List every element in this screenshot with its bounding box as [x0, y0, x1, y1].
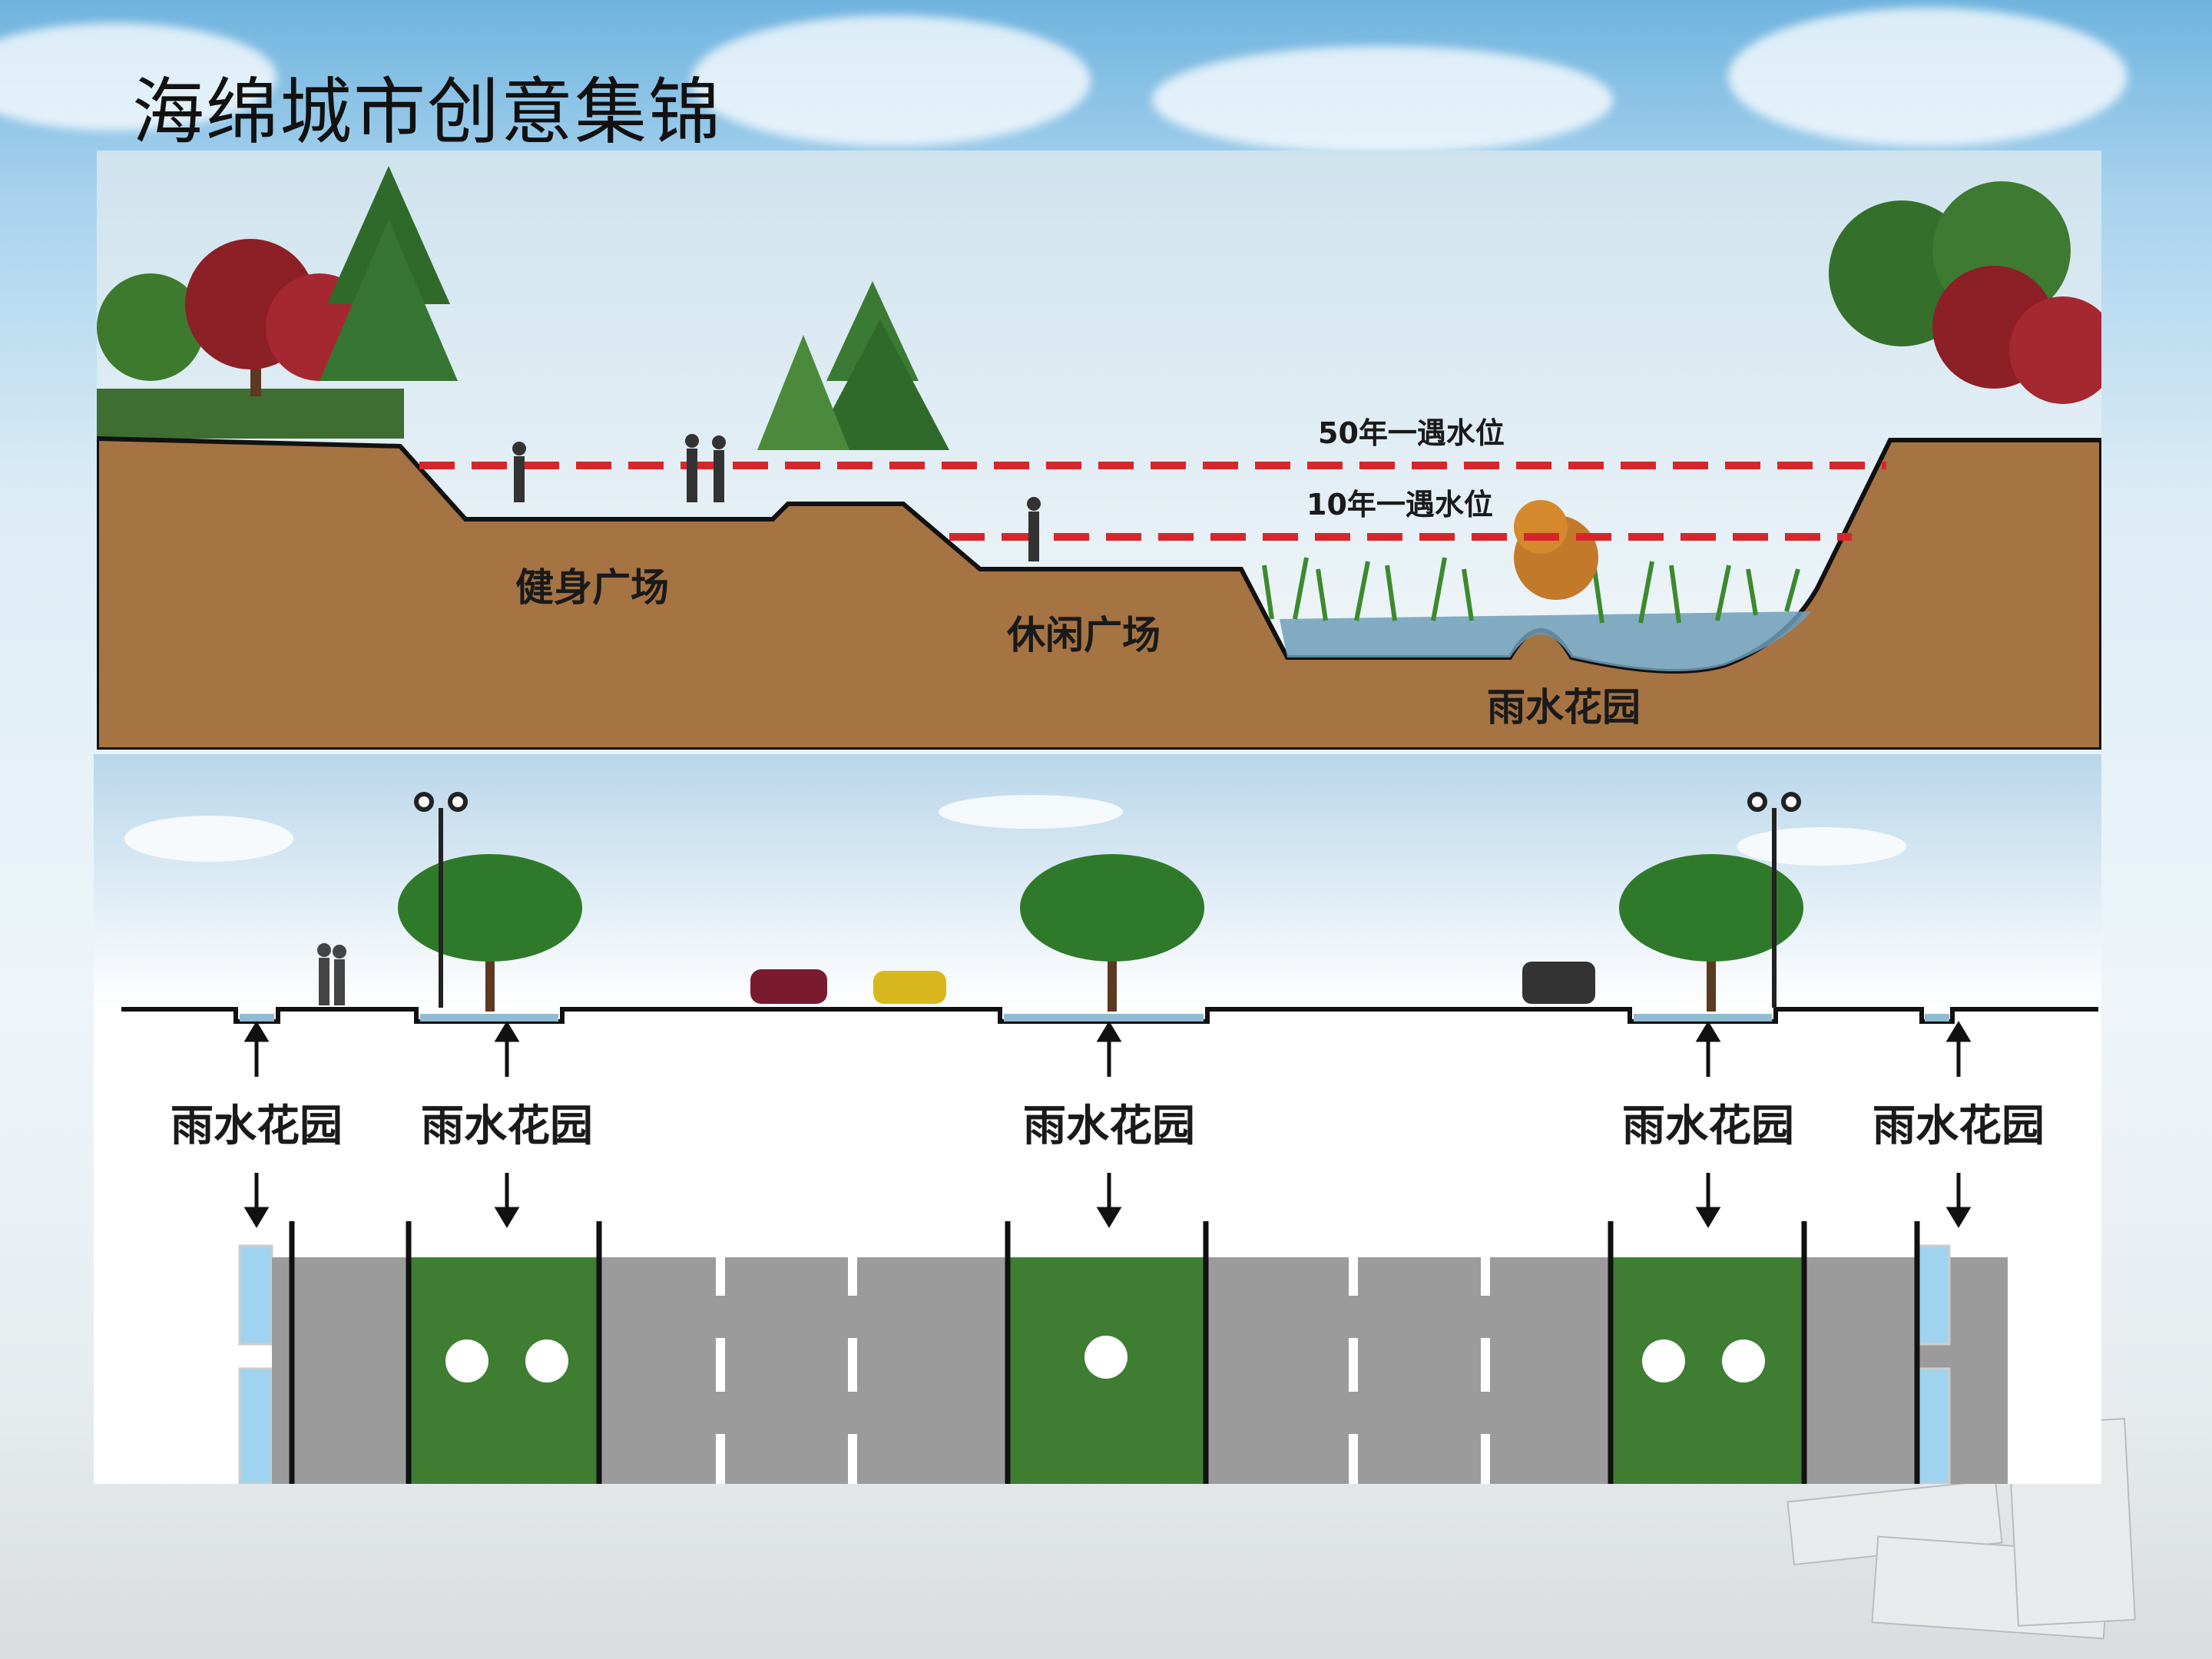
pedestrians	[317, 943, 346, 1005]
cars	[750, 962, 1595, 1004]
tree-pit-dots	[445, 1336, 1765, 1382]
rain-garden-label: 雨水花园	[1622, 1101, 1794, 1151]
sky-cloud	[124, 816, 293, 862]
drain-inlet	[1916, 1367, 1951, 1484]
park-cross-section-drawing: 50年一遇水位 10年一遇水位 健身广场 休闲广场 雨水花园	[97, 151, 2101, 750]
people	[512, 434, 1041, 561]
street-section: 雨水花园 雨水花园 雨水花园 雨水花园 雨水花园	[94, 754, 2101, 1484]
street-plan	[238, 1221, 2008, 1484]
lane-markings	[716, 1257, 1490, 1484]
sky-cloud	[691, 15, 1091, 146]
rain-garden-label: 雨水花园	[1873, 1101, 2045, 1151]
drain-inlet	[238, 1367, 273, 1484]
park-cross-section: 50年一遇水位 10年一遇水位 健身广场 休闲广场 雨水花园	[97, 151, 2101, 750]
sky-cloud	[1737, 827, 1906, 866]
green-strip	[1611, 1257, 1804, 1484]
street-section-drawing: 雨水花园 雨水花园 雨水花园 雨水花园 雨水花园	[94, 754, 2101, 1484]
slide-title: 海绵城市创意集锦	[132, 71, 723, 154]
hedge	[97, 389, 404, 439]
arrows	[243, 1021, 1972, 1228]
street-lamps	[414, 792, 1801, 1008]
sky-cloud	[1152, 46, 1613, 154]
sky-cloud	[939, 795, 1123, 829]
zone-label-leisure-plaza: 休闲广场	[1006, 613, 1161, 657]
drain-inlet	[238, 1244, 273, 1346]
rain-garden-water	[1280, 611, 1811, 671]
street-trees	[398, 854, 1803, 1012]
basin-water	[240, 1014, 1949, 1022]
sky-cloud	[1728, 8, 2128, 146]
rain-garden-label: 雨水花园	[421, 1101, 593, 1151]
zone-label-fitness-plaza: 健身广场	[515, 565, 669, 610]
water-level-10yr-label: 10年一遇水位	[1306, 488, 1493, 522]
green-strip	[409, 1257, 599, 1484]
rain-garden-label: 雨水花园	[171, 1101, 343, 1151]
curb-lines	[289, 1221, 1920, 1484]
rain-garden-label: 雨水花园	[1023, 1101, 1195, 1151]
sky-cloud	[0, 23, 276, 131]
rain-garden-grass	[1262, 557, 1800, 624]
water-level-50yr-label: 50年一遇水位	[1318, 416, 1505, 450]
zone-label-rain-garden: 雨水花园	[1487, 685, 1641, 730]
drain-inlet	[1916, 1244, 1951, 1346]
